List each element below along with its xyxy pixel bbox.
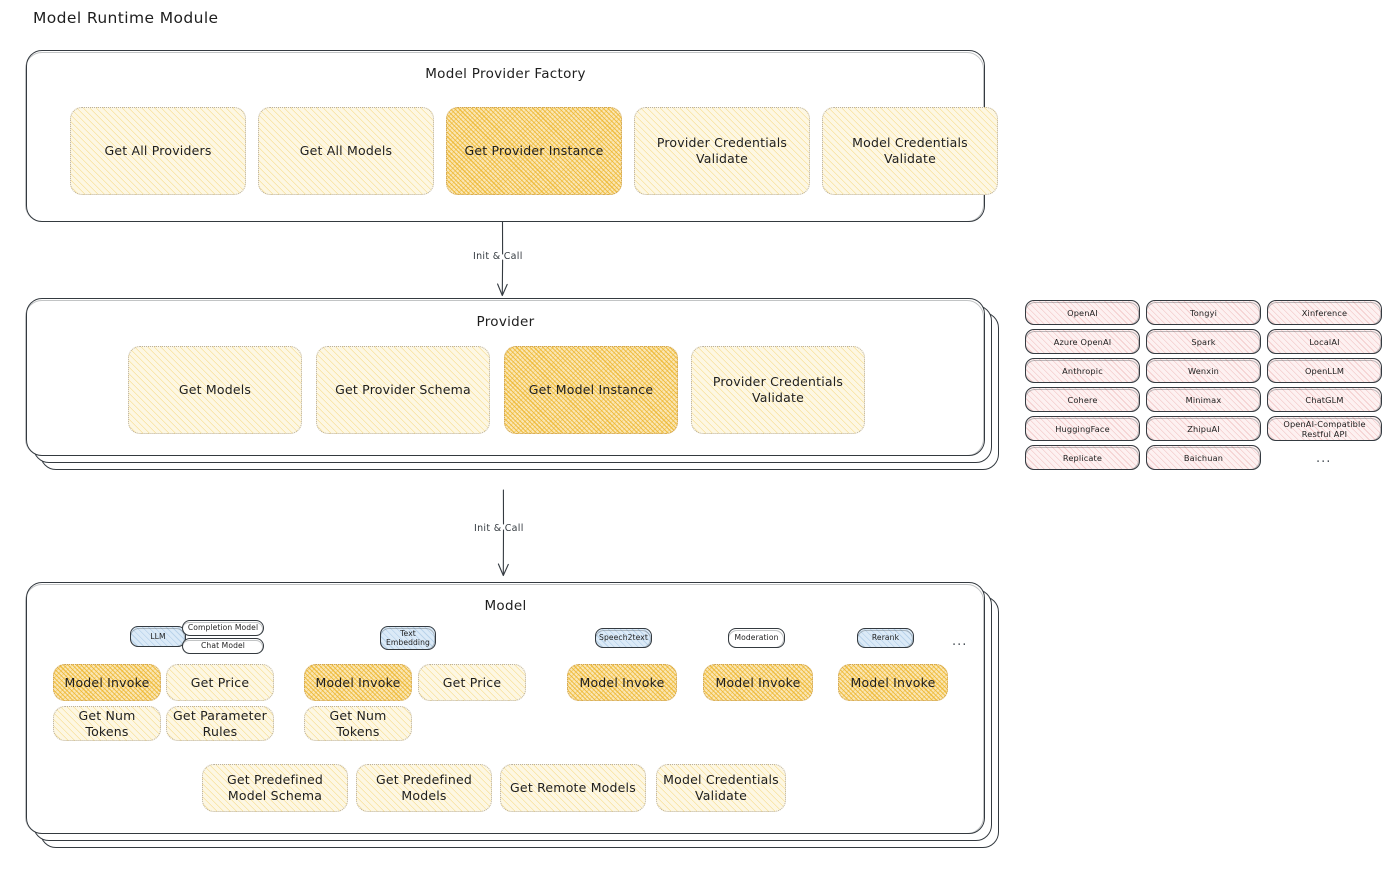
provider-pill-tongyi[interactable]: Tongyi (1145, 300, 1261, 326)
provider-pill-xinference[interactable]: Xinference (1266, 300, 1382, 326)
provider-pill-wenxin[interactable]: Wenxin (1145, 358, 1261, 384)
model-badge-rerank[interactable]: Rerank (856, 628, 914, 649)
provider-pill-openllm[interactable]: OpenLLM (1266, 358, 1382, 384)
provider-pill-replicate[interactable]: Replicate (1024, 445, 1140, 471)
model-badge-llm[interactable]: LLM (129, 626, 186, 648)
provider-pill-zhipuai[interactable]: ZhipuAI (1145, 416, 1261, 442)
model-provider-factory-panel: Model Provider Factory Get All Providers… (25, 50, 998, 223)
provider-panel: Provider Get Models Get Provider Schema … (25, 298, 999, 470)
provider-pill-cohere[interactable]: Cohere (1024, 387, 1140, 413)
model-method-text-embedding-get-price[interactable]: Get Price (418, 664, 526, 701)
model-method-llm-get-price[interactable]: Get Price (166, 664, 274, 701)
arrow-provider-to-model (497, 489, 509, 577)
provider-pill-chatglm[interactable]: ChatGLM (1266, 387, 1382, 413)
model-method-text-embedding-get-num-tokens[interactable]: Get Num Tokens (304, 706, 412, 741)
model-method-moderation-model-invoke[interactable]: Model Invoke (703, 664, 813, 701)
model-title: Model (484, 598, 527, 614)
provider-list-more-ellipsis: ... (1316, 451, 1332, 466)
arrow-label-init-and-call-1: Init & Call (473, 251, 523, 262)
model-badge-moderation[interactable]: Moderation (727, 628, 785, 649)
factory-method-get-provider-instance[interactable]: Get Provider Instance (446, 107, 622, 195)
provider-method-get-models[interactable]: Get Models (128, 346, 302, 434)
provider-pill-openai-compatible-restful-api[interactable]: OpenAI-Compatible Restful API (1266, 416, 1382, 442)
model-panel: Model LLM Completion Model Chat Model Mo… (25, 582, 999, 848)
model-method-get-predefined-model-schema[interactable]: Get Predefined Model Schema (202, 764, 348, 812)
model-method-speech2text-model-invoke[interactable]: Model Invoke (567, 664, 677, 701)
model-method-rerank-model-invoke[interactable]: Model Invoke (838, 664, 948, 701)
model-method-llm-model-invoke[interactable]: Model Invoke (53, 664, 161, 701)
model-sub-badge-completion-model[interactable]: Completion Model (181, 620, 264, 637)
factory-method-provider-credentials-validate[interactable]: Provider Credentials Validate (634, 107, 810, 195)
factory-title: Model Provider Factory (425, 66, 586, 82)
model-badge-speech2text[interactable]: Speech2text (594, 628, 652, 649)
model-badge-text-embedding[interactable]: Text Embedding (379, 626, 436, 651)
provider-method-get-provider-schema[interactable]: Get Provider Schema (316, 346, 490, 434)
factory-method-model-credentials-validate[interactable]: Model Credentials Validate (822, 107, 998, 195)
factory-method-get-all-providers[interactable]: Get All Providers (70, 107, 246, 195)
page-title: Model Runtime Module (33, 9, 219, 27)
provider-pill-spark[interactable]: Spark (1145, 329, 1261, 355)
model-method-llm-get-parameter-rules[interactable]: Get Parameter Rules (166, 706, 274, 741)
model-method-get-predefined-models[interactable]: Get Predefined Models (356, 764, 492, 812)
model-method-text-embedding-model-invoke[interactable]: Model Invoke (304, 664, 412, 701)
provider-pill-azure-openai[interactable]: Azure OpenAI (1024, 329, 1140, 355)
provider-title: Provider (476, 314, 535, 330)
provider-method-provider-credentials-validate[interactable]: Provider Credentials Validate (691, 346, 865, 434)
provider-pill-localai[interactable]: LocalAI (1266, 329, 1382, 355)
model-method-llm-get-num-tokens[interactable]: Get Num Tokens (53, 706, 161, 741)
model-groups-more-ellipsis: ... (952, 634, 968, 649)
provider-method-get-model-instance[interactable]: Get Model Instance (504, 346, 678, 434)
provider-pill-minimax[interactable]: Minimax (1145, 387, 1261, 413)
model-method-model-credentials-validate[interactable]: Model Credentials Validate (656, 764, 786, 812)
provider-pill-anthropic[interactable]: Anthropic (1024, 358, 1140, 384)
arrow-factory-to-provider (497, 221, 508, 297)
provider-pill-baichuan[interactable]: Baichuan (1145, 445, 1261, 471)
provider-pill-openai[interactable]: OpenAI (1024, 300, 1140, 326)
factory-method-get-all-models[interactable]: Get All Models (258, 107, 434, 195)
provider-pill-huggingface[interactable]: HuggingFace (1024, 416, 1140, 442)
model-method-get-remote-models[interactable]: Get Remote Models (500, 764, 646, 812)
model-sub-badge-chat-model[interactable]: Chat Model (181, 638, 264, 655)
arrow-label-init-and-call-2: Init & Call (474, 523, 524, 534)
